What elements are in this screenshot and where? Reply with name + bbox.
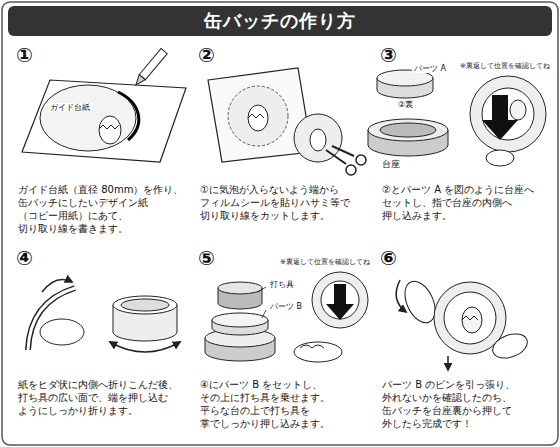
part-label: 打ち具: [268, 280, 296, 289]
step2-illustration: [208, 68, 366, 175]
part-label: パーツ B: [268, 302, 304, 311]
step-number: ④: [16, 248, 33, 268]
step-number: ③: [380, 45, 397, 65]
step-description: パーツ B のピンを引っ張り、 外れないかを確認したのち、 缶バッチを台座裏から…: [382, 378, 550, 430]
step3-illustration-part: [482, 88, 534, 140]
step-panel: ④ 紙をヒダ状に内側へ折りこんだ後、 打ち具の広い面で、端を押し込む ようにしっか…: [12, 248, 188, 438]
step1-illustration-part: [133, 49, 167, 88]
step-number: ⑤: [198, 248, 215, 268]
part-label: ②裏: [396, 100, 415, 109]
step3-illustration-part: [470, 76, 546, 152]
title-text: 缶バッチの作り方: [204, 9, 356, 33]
step-number: ①: [16, 45, 33, 65]
step1-illustration-part: [99, 116, 121, 144]
step-panel: ③ ②とパーツ A を図のように台座へ セットし、指で台座の内側へ 押し込みます。: [376, 45, 552, 240]
step1-illustration: [22, 49, 186, 162]
step5-illustration-part: [212, 313, 268, 327]
step3-illustration-part: [380, 123, 436, 137]
step5-illustration-part: [300, 345, 324, 348]
step6-illustration-part: [489, 330, 530, 363]
step6-illustration-part: [444, 292, 496, 344]
step5-illustration-part: [258, 287, 266, 292]
step4-illustration-part: [113, 296, 177, 314]
step3-illustration: [368, 70, 546, 166]
part-label: ※裏返して位置を確認してね: [458, 62, 552, 70]
step4-illustration-part: [121, 299, 169, 311]
step2-illustration-part: [248, 114, 264, 118]
step3-illustration-part: [510, 100, 526, 120]
part-label: 台座: [380, 160, 402, 170]
step3-illustration-part: [486, 150, 514, 166]
step5-illustration: [205, 272, 368, 362]
step6-illustration: [396, 277, 531, 370]
step1-illustration-part: [22, 80, 186, 162]
step-description: 紙をヒダ状に内側へ折りこんだ後、 打ち具の広い面で、端を押し込む ようにしっかり…: [18, 378, 186, 417]
step2-illustration-part: [228, 86, 288, 146]
step6-illustration-part: [462, 307, 482, 333]
step5-illustration-part: [294, 342, 342, 362]
step4-illustration-part: [40, 319, 84, 345]
step-panel: ① ガイド台紙（直径 80mm）を作り、 缶バッチにしたいデザイン紙 （コピー用紙…: [12, 45, 188, 240]
step1-illustration-part-part: [133, 75, 146, 88]
step-panel: ② ①に気泡が入らないよう端から フィルムシールを貼りハサミ等で 切り取り線をカッ…: [194, 45, 370, 240]
step5-illustration-part: [218, 282, 262, 294]
step-panel: ⑤ ④にパーツ B をセットし、 その上に打ち具を乗せます。 平らな台の上で打ち具…: [194, 248, 370, 438]
step3-illustration-part: [368, 119, 448, 141]
step-number: ②: [198, 45, 215, 65]
step5-illustration-part: [321, 281, 359, 319]
step2-illustration-part: [294, 114, 342, 162]
step2-illustration-part: [346, 165, 356, 175]
step6-illustration-part: [396, 280, 406, 312]
step1-illustration-part: [99, 125, 119, 129]
step-panel: ⑥ パーツ B のピンを引っ張り、 外れないかを確認したのち、 缶バッチを台座裏か…: [376, 248, 552, 438]
step3-illustration-part: [482, 95, 518, 140]
step5-illustration-part: [312, 272, 368, 328]
part-label: パーツ A: [412, 64, 448, 73]
step-number: ⑥: [380, 248, 397, 268]
step-description: ④にパーツ B をセットし、 その上に打ち具を乗せます。 平らな台の上で打ち具を…: [200, 378, 368, 430]
title-bar: 缶バッチの作り方: [8, 6, 552, 36]
step1-illustration-part-part: [139, 49, 167, 80]
step4-illustration-part: [42, 280, 72, 292]
step2-illustration-part: [326, 150, 346, 164]
step6-illustration-part: [447, 356, 449, 370]
step2-illustration-part: [310, 129, 326, 151]
step5-illustration-part: [262, 310, 266, 318]
step2-illustration-part: [332, 146, 354, 156]
step-description: ガイド台紙（直径 80mm）を作り、 缶バッチにしたいデザイン紙 （コピー用紙）…: [18, 183, 186, 235]
step6-illustration-part: [462, 316, 478, 320]
part-label: ※裏返して位置を確認してね: [278, 258, 372, 266]
step2-illustration-part: [248, 105, 268, 131]
step4-illustration: [28, 280, 180, 352]
step2-illustration-part: [356, 155, 366, 165]
step5-illustration-part: [326, 284, 354, 320]
part-label: ガイド台紙: [48, 103, 92, 112]
step-description: ②とパーツ A を図のように台座へ セットし、指で台座の内側へ 押し込みます。: [382, 183, 550, 222]
step4-illustration-part: [110, 342, 180, 352]
step-description: ①に気泡が入らないよう端から フィルムシールを貼りハサミ等で 切り取り線をカット…: [200, 183, 368, 222]
